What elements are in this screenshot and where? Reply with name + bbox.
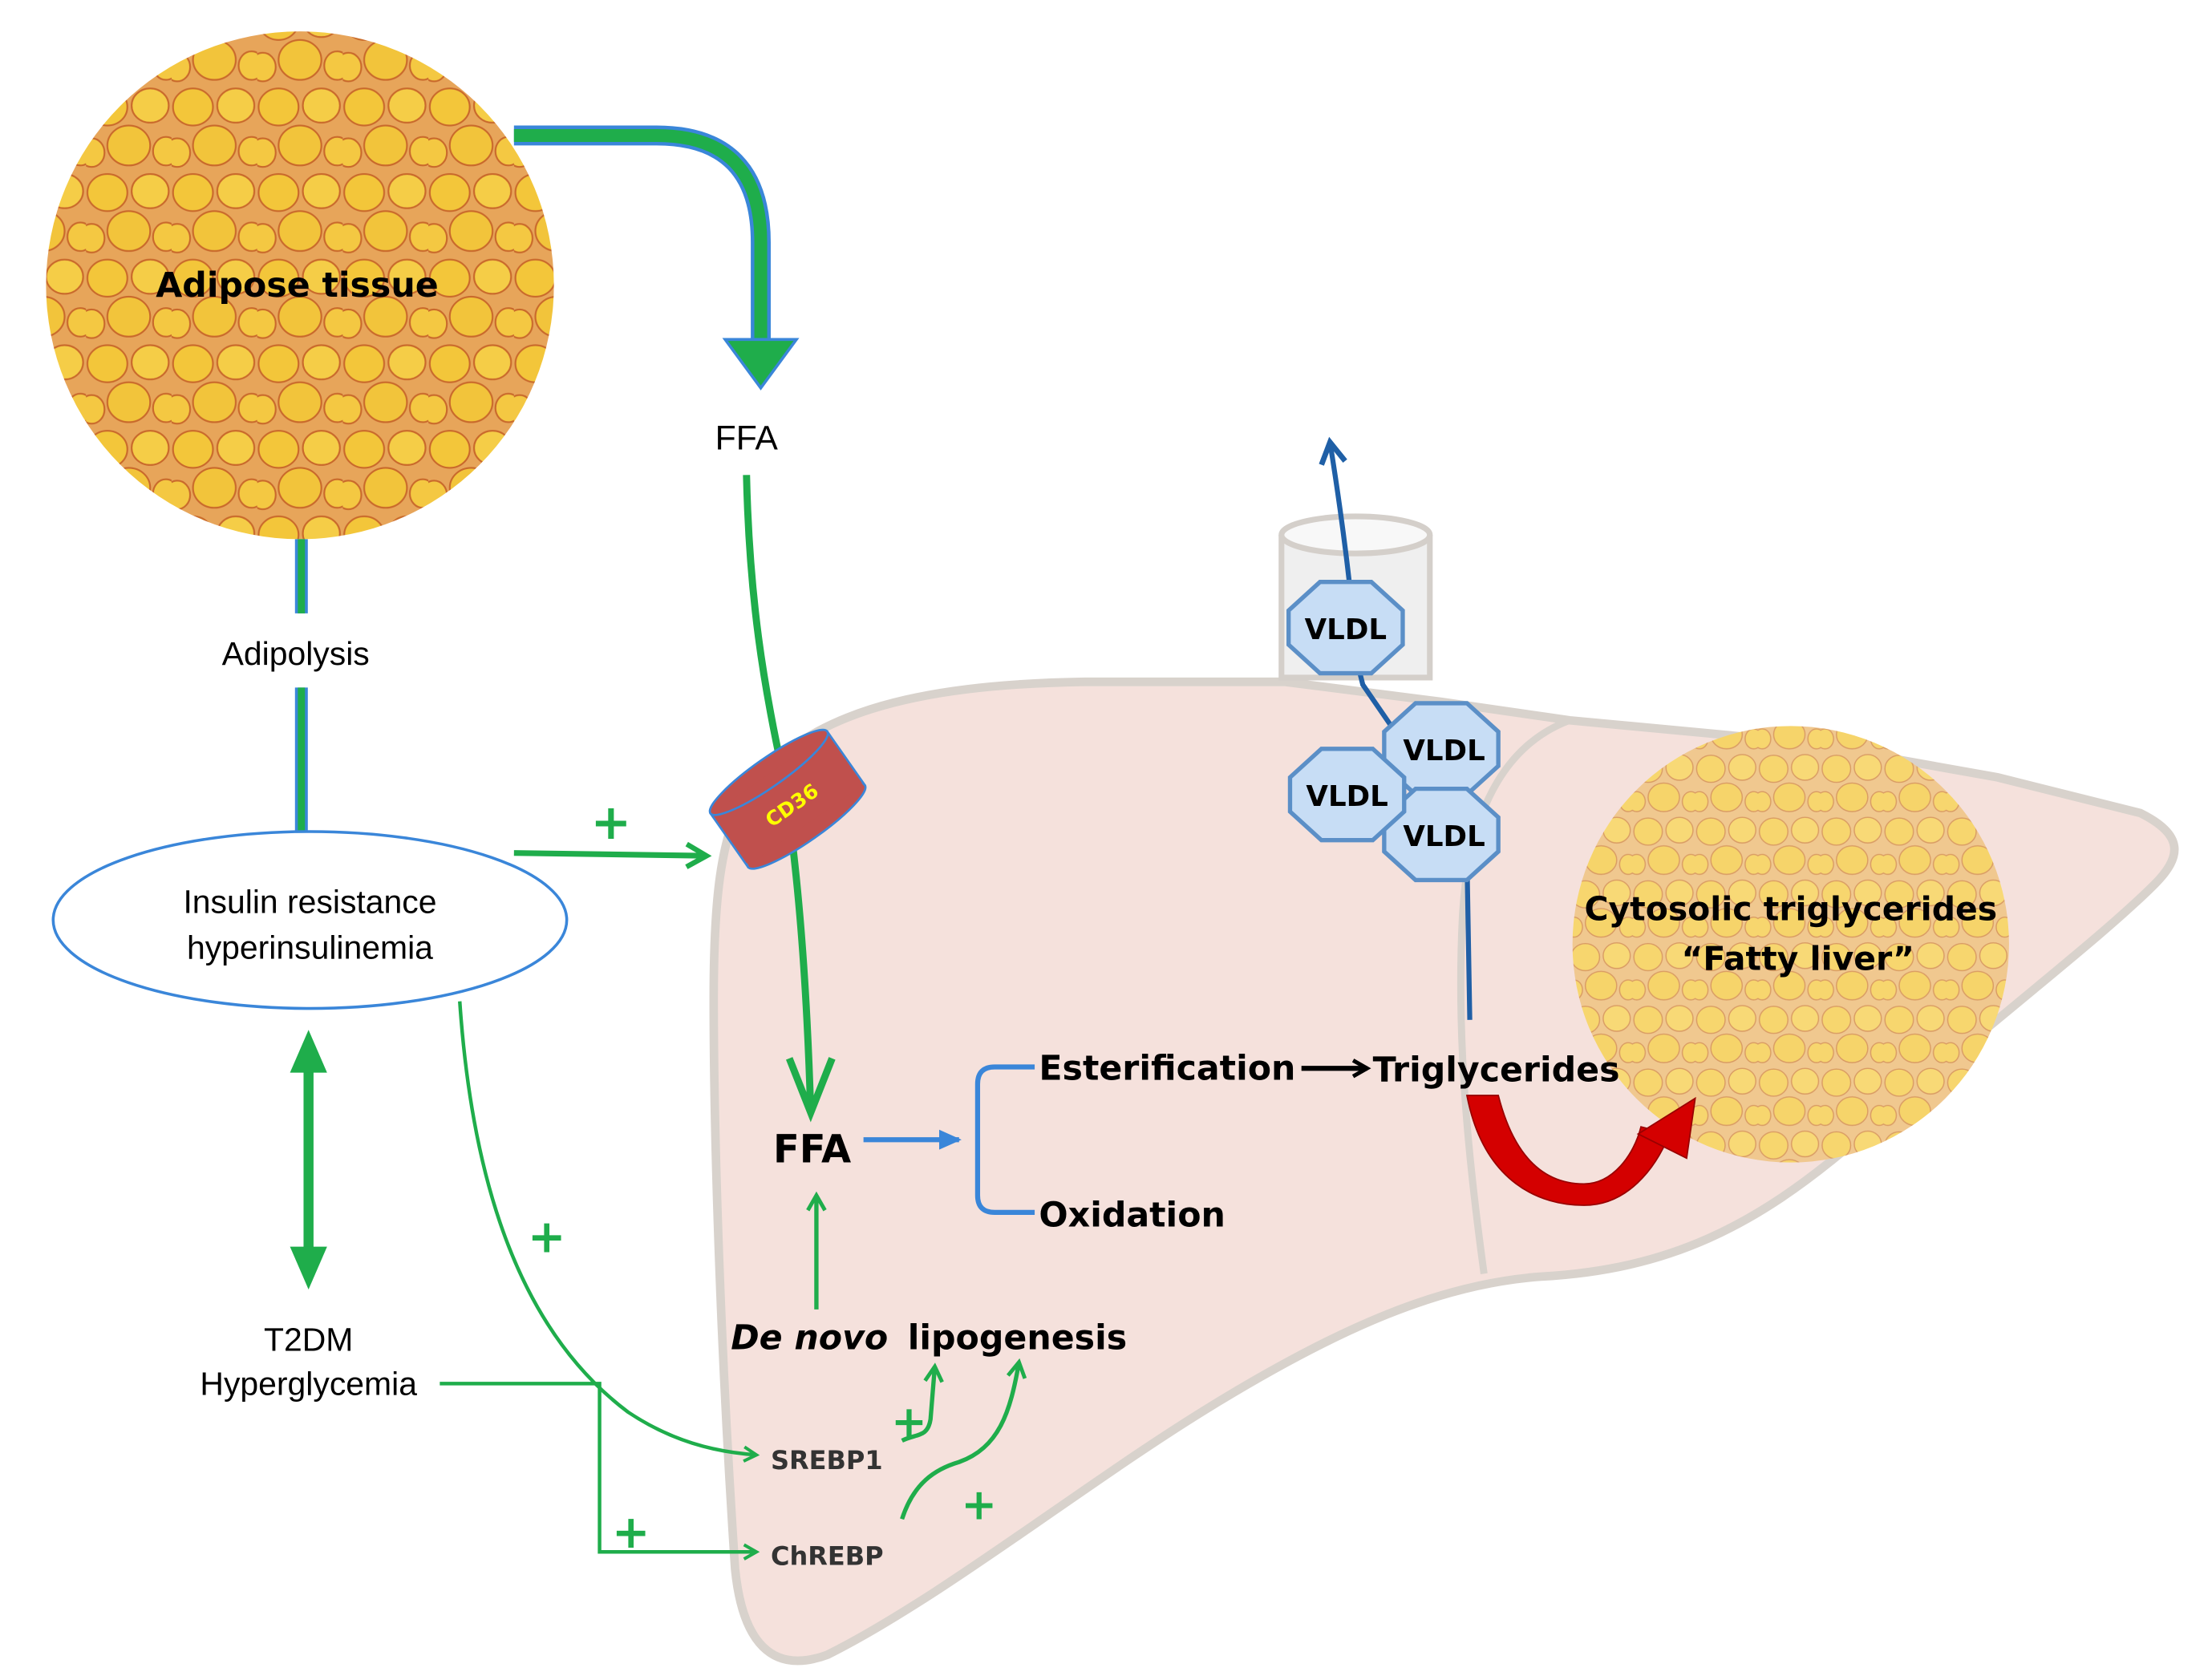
t2dm-label: T2DM bbox=[264, 1321, 353, 1358]
adipose-to-ffa-arrow bbox=[513, 125, 800, 391]
insulin-t2dm-bidirectional-arrow bbox=[290, 1030, 327, 1289]
ffa-liver-label: FFA bbox=[773, 1127, 851, 1172]
vldl-particle: VLDL bbox=[1286, 580, 1405, 676]
fatty-liver-label-line1: Cytosolic triglycerides bbox=[1584, 889, 1997, 928]
insulin-to-srebp1-arrow bbox=[458, 1001, 760, 1463]
plus-sign-srebp1: + bbox=[528, 1211, 566, 1264]
plus-sign-srebp1-lipogenesis: + bbox=[891, 1396, 927, 1447]
triglycerides-label: Triglycerides bbox=[1373, 1050, 1620, 1090]
hyperinsulinemia-label: hyperinsulinemia bbox=[187, 929, 433, 965]
insulin-resistance-node: Insulin resistance hyperinsulinemia bbox=[51, 830, 569, 1010]
vldl-particle: VLDL bbox=[1382, 701, 1501, 797]
chrebp-label: ChREBP bbox=[771, 1540, 884, 1571]
vldl-particles: VLDL VLDL VLDL VLDL bbox=[1286, 580, 1501, 883]
de-novo-label: De novo bbox=[731, 1318, 888, 1358]
esterification-label: Esterification bbox=[1039, 1048, 1295, 1088]
lipogenesis-label: lipogenesis bbox=[908, 1318, 1127, 1358]
cd36-transporter: CD36 bbox=[708, 728, 867, 870]
triglyceride-accumulation-arrow bbox=[1465, 1095, 1696, 1206]
fatty-liver-label-line2: “Fatty liver” bbox=[1682, 940, 1914, 978]
vldl-label: VLDL bbox=[1403, 735, 1485, 767]
chrebp-to-lipogenesis-arrow bbox=[900, 1358, 1027, 1520]
fatty-liver-circle: Cytosolic triglycerides “Fatty liver” bbox=[1572, 726, 2009, 1163]
adipose-tissue-label: Adipose tissue bbox=[156, 265, 438, 306]
oxidation-label: Oxidation bbox=[1039, 1196, 1226, 1236]
t2dm-to-chrebp-arrow bbox=[440, 1382, 760, 1561]
srebp1-label: SREBP1 bbox=[771, 1445, 883, 1476]
ffa-uptake-arrowhead bbox=[785, 1057, 836, 1123]
ffa-plasma-label: FFA bbox=[715, 419, 779, 457]
vldl-label: VLDL bbox=[1306, 780, 1388, 813]
adipolysis-label: Adipolysis bbox=[222, 635, 370, 672]
insulin-resistance-label: Insulin resistance bbox=[183, 883, 436, 920]
adipose-tissue: Adipose tissue bbox=[46, 31, 554, 540]
liver-lobe-divider bbox=[1456, 717, 1571, 1275]
insulin-to-cd36-arrow bbox=[513, 841, 712, 869]
esterification-oxidation-bracket bbox=[974, 1064, 1035, 1216]
plus-sign-cd36: + bbox=[590, 795, 631, 851]
vldl-particle: VLDL bbox=[1287, 747, 1407, 843]
hyperglycemia-label: Hyperglycemia bbox=[200, 1366, 417, 1403]
srebp1-to-lipogenesis-arrow bbox=[901, 1362, 944, 1443]
hepatic-vein-opening bbox=[1278, 513, 1433, 557]
plus-sign-chrebp: + bbox=[612, 1506, 650, 1559]
plus-sign-chrebp-lipogenesis: + bbox=[961, 1479, 997, 1529]
vldl-label: VLDL bbox=[1403, 820, 1485, 853]
vldl-label: VLDL bbox=[1305, 613, 1387, 646]
